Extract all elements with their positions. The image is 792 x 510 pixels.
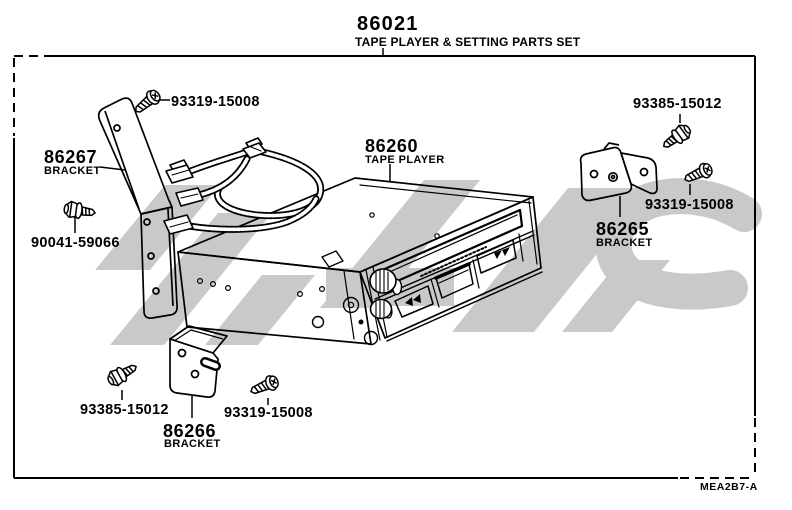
label-bracket-86266-name: BRACKET	[164, 438, 221, 450]
fast-forward-icon	[494, 247, 510, 259]
label-bracket-86267-number: 86267	[44, 147, 98, 167]
bracket-86266-art	[169, 325, 228, 398]
page-title-code: 86021	[357, 13, 419, 35]
screw-bottom-art	[247, 372, 282, 400]
label-screw-top-left: 93319-15008	[171, 94, 260, 110]
bracket-86265-art	[579, 142, 658, 202]
tape-player-art	[177, 177, 543, 346]
label-screw-right: 93319-15008	[645, 197, 734, 213]
label-tape-player-name: TAPE PLAYER	[365, 154, 445, 166]
label-bracket-86267-name: BRACKET	[44, 165, 101, 177]
label-bracket-86265-name: BRACKET	[596, 237, 653, 249]
label-bolt-left: 90041-59066	[31, 235, 120, 251]
watermark	[95, 178, 762, 345]
rewind-icon	[405, 294, 421, 306]
label-bolt-top-right: 93385-15012	[633, 96, 722, 112]
drawing-code: MEA2B7-A	[700, 481, 758, 493]
tuning-knobs	[369, 268, 403, 320]
label-screw-bottom: 93319-15008	[224, 405, 313, 421]
label-tape-player-number: 86260	[365, 136, 419, 156]
page-border	[13, 48, 756, 479]
harness-connectors	[163, 137, 267, 235]
wiring-harness-art	[163, 137, 325, 235]
bolt-left-art	[62, 199, 97, 222]
label-bolt-bottom-left: 93385-15012	[80, 402, 169, 418]
page-title-subtitle: TAPE PLAYER & SETTING PARTS SET	[355, 35, 581, 49]
bolt-top-right-art	[658, 120, 695, 154]
label-bracket-86266-number: 86266	[163, 421, 217, 441]
bolt-bottom-left-art	[104, 358, 141, 390]
label-bracket-86265-number: 86265	[596, 219, 650, 239]
